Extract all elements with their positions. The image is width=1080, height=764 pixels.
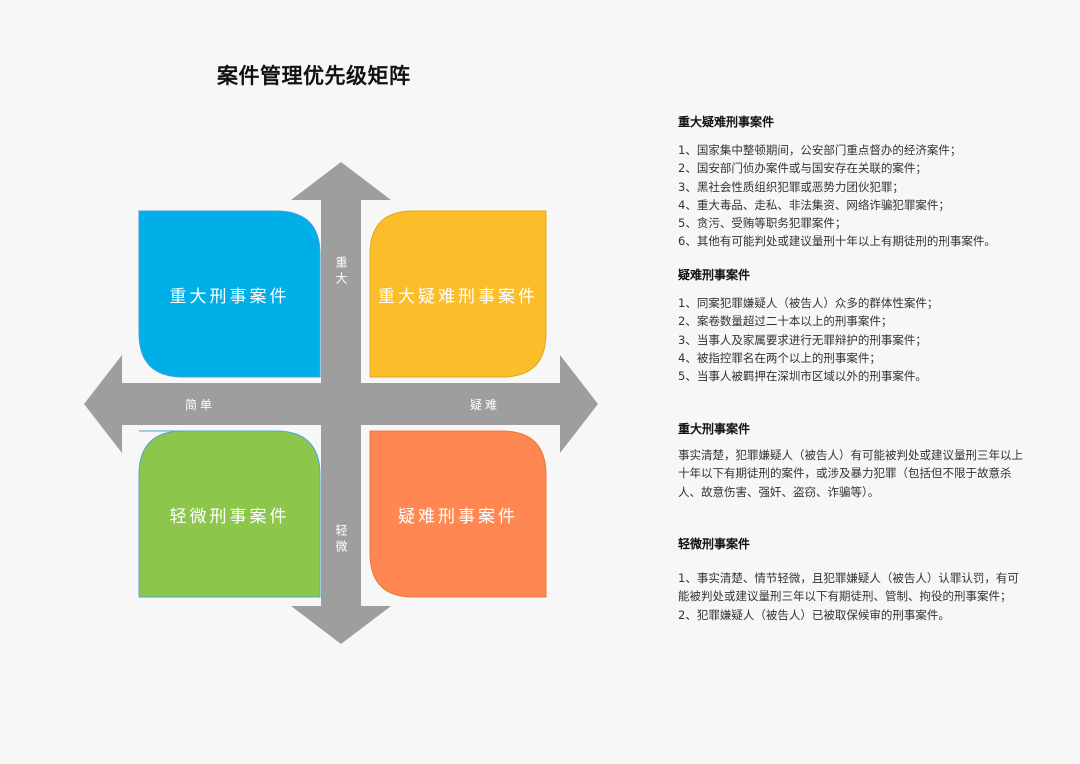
quadrant-top-left	[138, 210, 321, 378]
list-item: 2、犯罪嫌疑人（被告人）已被取保候审的刑事案件。	[678, 607, 950, 622]
section-minor: 轻微刑事案件 1、事实清楚、情节轻微，且犯罪嫌疑人（被告人）认罪认罚，有可能被判…	[678, 535, 1023, 624]
list-item: 5、当事人被羁押在深圳市区域以外的刑事案件。	[678, 369, 927, 384]
quadrant-label-major: 重大刑事案件	[169, 287, 290, 307]
list-item: 3、黑社会性质组织犯罪或恶势力团伙犯罪；	[678, 179, 904, 194]
quadrant-label-major-difficult: 重大疑难刑事案件	[378, 287, 538, 307]
list-item: 1、同案犯罪嫌疑人（被告人）众多的群体性案件；	[678, 296, 939, 311]
list-item: 1、事实清楚、情节轻微，且犯罪嫌疑人（被告人）认罪认罚，有可能被判处或建议量刑三…	[678, 571, 1019, 604]
list-item: 2、国安部门侦办案件或与国安存在关联的案件；	[678, 161, 927, 176]
list-item: 2、案卷数量超过二十本以上的刑事案件；	[678, 314, 893, 329]
axis-label-down: 轻微	[334, 524, 348, 556]
section-major-difficult: 重大疑难刑事案件 1、国家集中整顿期间，公安部门重点督办的经济案件； 2、国安部…	[678, 113, 1028, 250]
axis-label-left: 简单	[185, 398, 216, 412]
quadrant-top-right	[369, 210, 547, 378]
axis-cross-arrow	[84, 162, 598, 644]
section-major: 重大刑事案件 事实清楚，犯罪嫌疑人（被告人）有可能被判处或建议量刑三年以上十年以…	[678, 420, 1023, 501]
section-title: 重大刑事案件	[678, 422, 751, 436]
section-title: 疑难刑事案件	[678, 268, 751, 282]
axis-label-up: 重大	[334, 256, 348, 288]
section-title: 轻微刑事案件	[678, 537, 751, 551]
section-difficult: 疑难刑事案件 1、同案犯罪嫌疑人（被告人）众多的群体性案件； 2、案卷数量超过二…	[678, 266, 1028, 385]
list-item: 4、被指控罪名在两个以上的刑事案件；	[678, 350, 881, 365]
quadrant-bottom-left	[138, 430, 321, 598]
quadrant-bottom-right	[369, 430, 547, 598]
list-item: 4、重大毒品、走私、非法集资、网络诈骗犯罪案件；	[678, 197, 950, 212]
quadrant-label-difficult: 疑难刑事案件	[398, 507, 518, 527]
list-item: 5、贪污、受贿等职务犯罪案件；	[678, 216, 847, 231]
list-item: 6、其他有可能判处或建议量刑十年以上有期徒刑的刑事案件。	[678, 234, 996, 249]
section-title: 重大疑难刑事案件	[678, 115, 775, 129]
quadrant-label-minor: 轻微刑事案件	[169, 507, 290, 527]
list-item: 3、当事人及家属要求进行无罪辩护的刑事案件；	[678, 332, 927, 347]
list-item: 1、国家集中整顿期间，公安部门重点督办的经济案件；	[678, 143, 962, 158]
paragraph: 事实清楚，犯罪嫌疑人（被告人）有可能被判处或建议量刑三年以上十年以下有期徒刑的案…	[678, 448, 1023, 499]
axis-label-right: 疑难	[470, 398, 501, 412]
page-title: 案件管理优先级矩阵	[217, 64, 411, 88]
